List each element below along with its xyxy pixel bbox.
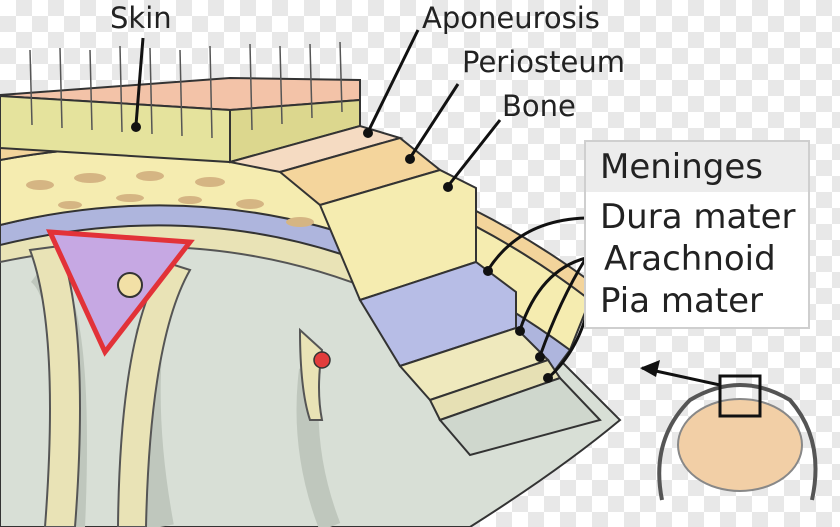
thumbnail-brain xyxy=(677,398,803,492)
label-dura-mater: Dura mater xyxy=(600,197,796,237)
pointer-arrowhead xyxy=(640,360,660,377)
falx-right xyxy=(116,260,192,527)
falx-left xyxy=(28,244,81,527)
bone-spots xyxy=(26,171,363,237)
blood-vessel xyxy=(313,351,331,369)
label-bone: Bone xyxy=(502,89,576,123)
leader-dots xyxy=(131,122,553,383)
brain-step xyxy=(438,376,602,457)
label-arachnoid: Arachnoid xyxy=(604,239,776,279)
hair-strands xyxy=(29,41,343,139)
bone-step xyxy=(318,168,477,302)
meninges-panel xyxy=(584,140,810,329)
head-outline xyxy=(657,383,818,501)
label-meninges: Meninges xyxy=(600,147,764,187)
sulcus xyxy=(298,327,324,421)
arachnoid-granulation xyxy=(117,272,143,298)
highlight-square xyxy=(718,374,762,418)
label-skin: Skin xyxy=(110,1,172,35)
meninges-panel-header xyxy=(586,142,808,192)
label-aponeurosis: Aponeurosis xyxy=(422,1,600,35)
label-periosteum: Periosteum xyxy=(462,45,625,79)
label-pia-mater: Pia mater xyxy=(600,281,764,321)
